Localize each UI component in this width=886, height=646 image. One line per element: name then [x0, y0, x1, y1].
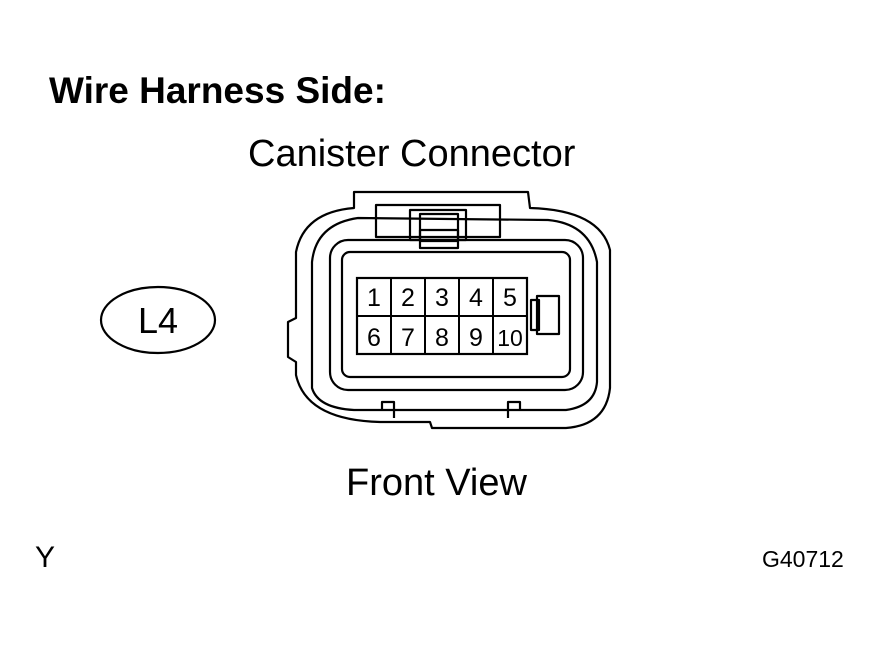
connector-code-badge: L4 — [99, 285, 217, 355]
figure-code: G40712 — [762, 546, 844, 572]
pin-label: 3 — [435, 284, 449, 312]
heading: Wire Harness Side: — [49, 70, 386, 111]
corner-mark: Y — [35, 541, 56, 574]
pin-label: 10 — [497, 325, 523, 351]
connector-housing — [286, 190, 612, 430]
connector-name: Canister Connector — [248, 133, 576, 175]
pin-label: 5 — [503, 284, 517, 312]
pin-label: 4 — [469, 284, 483, 312]
pin-label: 8 — [435, 324, 449, 352]
pin-label: 2 — [401, 284, 415, 312]
pin-label: 9 — [469, 324, 483, 352]
connector-code: L4 — [138, 300, 178, 341]
pin-label: 7 — [401, 324, 415, 352]
pin-label: 1 — [367, 284, 381, 312]
pin-label: 6 — [367, 324, 381, 352]
view-label: Front View — [346, 462, 527, 504]
pin-grid: 1 2 3 4 5 6 7 8 9 10 — [355, 276, 529, 356]
